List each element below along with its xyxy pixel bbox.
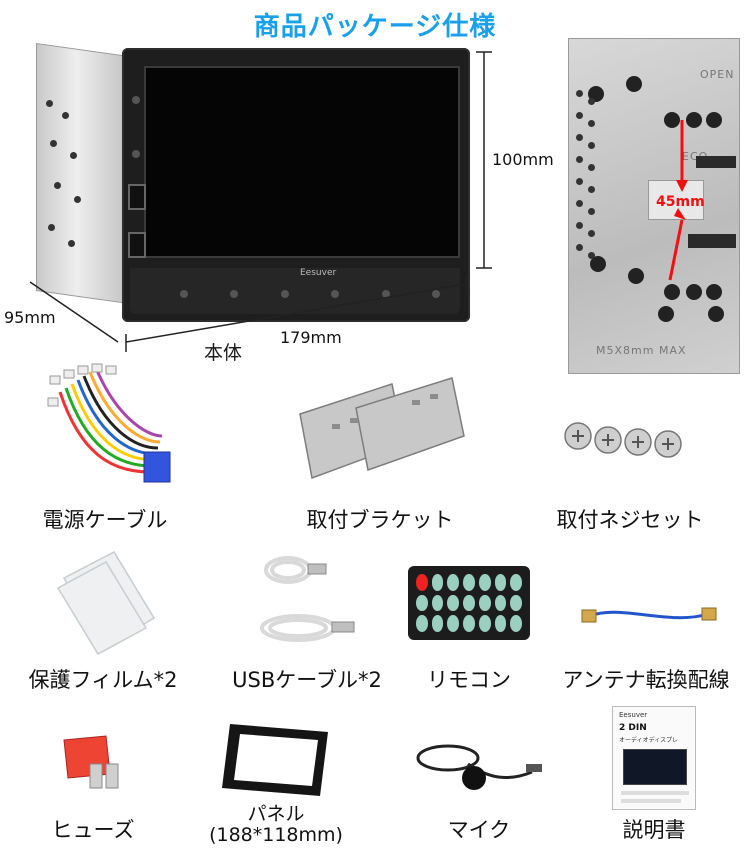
microphone-image	[416, 744, 542, 790]
body-label: 本体	[204, 342, 243, 364]
dimension-lines	[29, 51, 492, 352]
item-label-microphone: マイク	[447, 818, 511, 842]
item-label-power-cable: 電源ケーブル	[42, 508, 168, 532]
screw-set-image	[564, 422, 682, 458]
spacing-label: 45mm	[656, 194, 705, 210]
mic-hole-icon	[132, 150, 140, 158]
power-knob-icon	[132, 96, 140, 104]
item-label-panel: パネル (188*118mm)	[196, 804, 356, 846]
page-title: 商品パッケージ仕様	[253, 12, 497, 42]
remote-control-image	[408, 566, 530, 640]
protective-film-image	[56, 551, 156, 655]
panel-label-size: (188*118mm)	[209, 824, 343, 846]
manual-image: Eesuver 2 DIN オーディオディスプレ	[612, 706, 696, 810]
spacing-arrow-icon	[668, 120, 688, 281]
manual-model: 2 DIN	[619, 723, 647, 733]
manual-subtitle: オーディオディスプレ	[619, 737, 679, 744]
item-label-remote-control: リモコン	[427, 668, 511, 692]
panel-label-main: パネル	[247, 803, 305, 825]
unit-screen	[144, 66, 460, 258]
unit-brand-logo: Eesuver	[300, 268, 337, 278]
height-dimension: 100mm	[492, 150, 554, 169]
item-label-fuse: ヒューズ	[51, 818, 135, 842]
item-label-usb-cable: USBケーブル*2	[232, 668, 382, 692]
plate-text-max: M5X8mm MAX	[596, 344, 687, 357]
antenna-adapter-image	[581, 607, 717, 623]
unit-buttons	[180, 290, 440, 300]
width-dimension: 179mm	[280, 328, 342, 347]
item-label-antenna-adapter: アンテナ転換配線	[562, 668, 730, 692]
power-cable-image	[47, 363, 171, 483]
usb-port-icon	[128, 184, 146, 210]
usb-port-icon	[128, 232, 146, 258]
item-label-protective-film: 保護フィルム*2	[28, 668, 178, 692]
item-label-screw-set: 取付ネジセット	[556, 508, 704, 532]
mounting-bracket-image	[299, 377, 465, 480]
depth-dimension: 95mm	[4, 308, 56, 327]
item-label-mounting-bracket: 取付ブラケット	[306, 508, 454, 532]
usb-cable-image	[260, 556, 355, 642]
manual-brand: Eesuver	[619, 711, 648, 719]
plate-text-open: OPEN	[700, 68, 735, 81]
panel-frame-image	[222, 724, 328, 796]
fuse-image	[63, 735, 119, 789]
item-label-manual: 説明書	[622, 818, 686, 842]
